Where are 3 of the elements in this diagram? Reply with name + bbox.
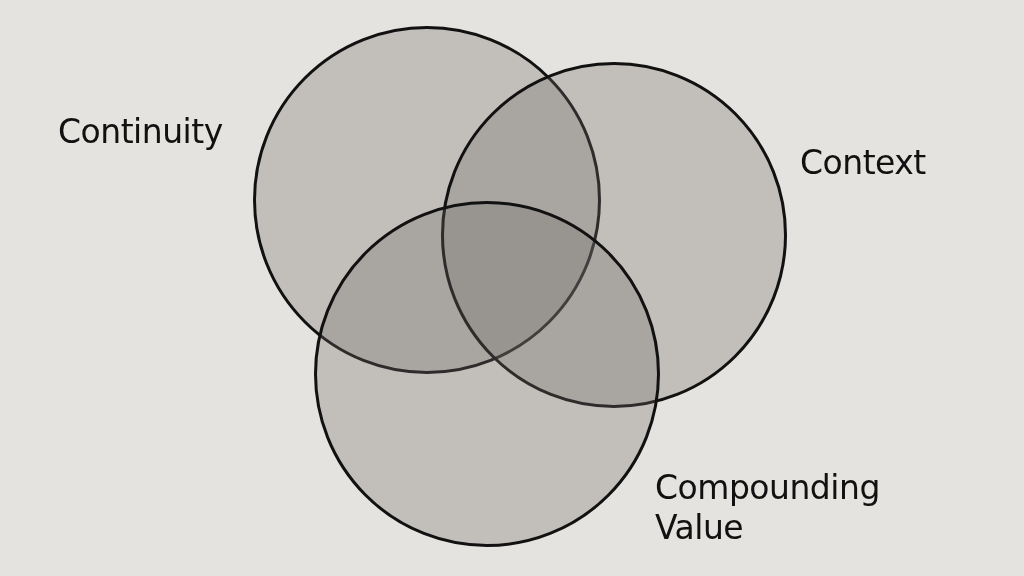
- set-label: Continuity: [58, 112, 223, 152]
- set-label: Context: [800, 143, 926, 183]
- set-label: Compounding Value: [655, 468, 881, 548]
